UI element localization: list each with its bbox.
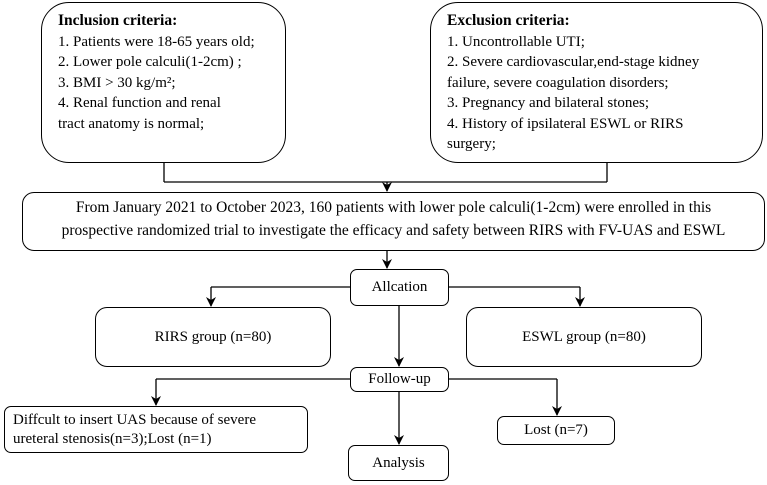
inclusion-criteria-box: Inclusion criteria: 1. Patients were 18-… bbox=[41, 2, 286, 163]
eswl-loss-label: Lost (n=7) bbox=[524, 422, 588, 438]
inclusion-title: Inclusion criteria: bbox=[58, 12, 178, 29]
enrollment-line-2: prospective randomized trial to investig… bbox=[61, 222, 726, 239]
exclusion-item: 1. Uncontrollable UTI; bbox=[447, 33, 585, 50]
eswl-group-label: ESWL group (n=80) bbox=[522, 328, 646, 345]
exclusion-item: 3. Pregnancy and bilateral stones; bbox=[447, 95, 650, 111]
exclusion-item: 4. History of ipsilateral ESWL or RIRS bbox=[447, 115, 684, 132]
rirs-loss-line-1: Diffcult to insert UAS because of severe bbox=[13, 412, 256, 428]
rirs-group-label: RIRS group (n=80) bbox=[154, 328, 272, 345]
rirs-group-box: RIRS group (n=80) bbox=[95, 307, 331, 367]
allocation-box: Allcation bbox=[350, 269, 449, 306]
followup-label: Follow-up bbox=[368, 371, 431, 387]
analysis-label: Analysis bbox=[372, 454, 425, 471]
inclusion-item: tract anatomy is normal; bbox=[58, 115, 205, 132]
enrollment-line-1: From January 2021 to October 2023, 160 p… bbox=[75, 199, 712, 216]
analysis-box: Analysis bbox=[348, 445, 449, 481]
inclusion-item: 1. Patients were 18-65 years old; bbox=[58, 33, 255, 50]
exclusion-title: Exclusion criteria: bbox=[447, 12, 570, 29]
eswl-loss-box: Lost (n=7) bbox=[497, 416, 615, 445]
allocation-label: Allcation bbox=[371, 279, 428, 295]
eswl-group-box: ESWL group (n=80) bbox=[466, 307, 702, 367]
exclusion-criteria-box: Exclusion criteria: 1. Uncontrollable UT… bbox=[430, 2, 763, 163]
exclusion-item: failure, severe coagulation disorders; bbox=[447, 74, 669, 91]
rirs-loss-box: Diffcult to insert UAS because of severe… bbox=[4, 406, 308, 453]
followup-box: Follow-up bbox=[350, 367, 449, 392]
rirs-loss-line-2: ureteral stenosis(n=3);Lost (n=1) bbox=[13, 431, 212, 447]
exclusion-item: 2. Severe cardiovascular,end-stage kidne… bbox=[447, 54, 700, 70]
inclusion-item: 3. BMI > 30 kg/m²; bbox=[58, 74, 176, 91]
inclusion-item: 2. Lower pole calculi(1-2cm) ; bbox=[58, 54, 242, 70]
inclusion-item: 4. Renal function and renal bbox=[58, 95, 221, 111]
exclusion-item: surgery; bbox=[447, 136, 496, 152]
enrollment-box: From January 2021 to October 2023, 160 p… bbox=[22, 192, 765, 251]
